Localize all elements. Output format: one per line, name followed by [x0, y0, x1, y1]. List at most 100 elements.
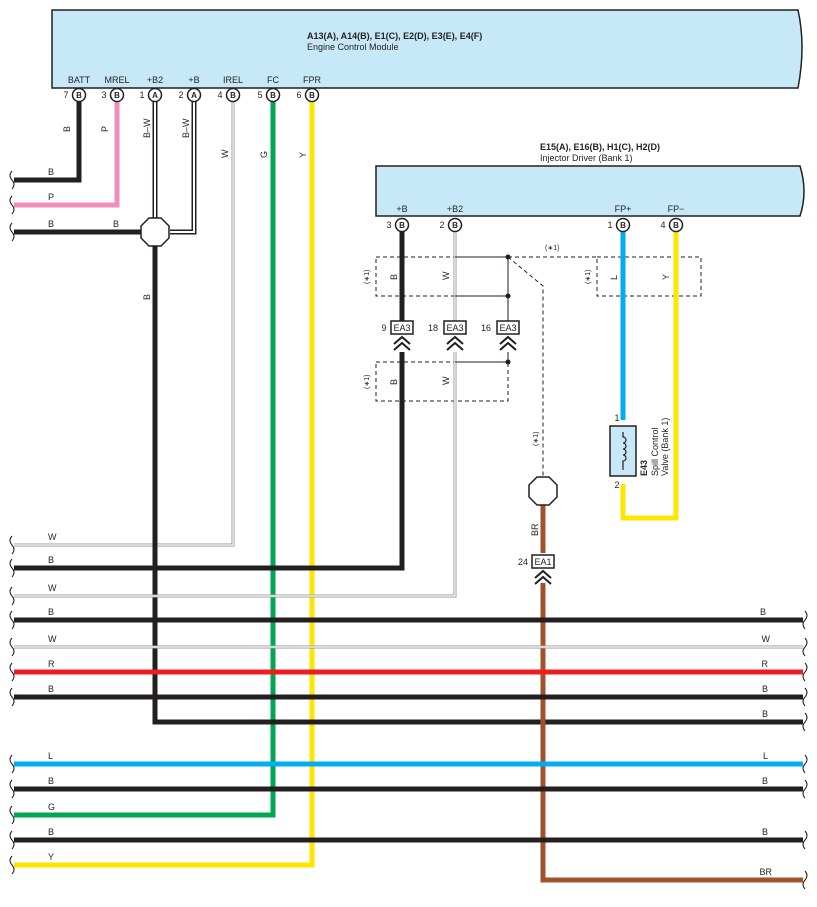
wire-break-mark — [9, 195, 15, 215]
wire-label: P — [48, 192, 54, 202]
wire-label: G — [48, 802, 55, 812]
connector-chevron-icon — [446, 335, 464, 351]
valve-pin-1: 1 — [614, 413, 619, 423]
junction-dots — [505, 254, 511, 365]
wire-label: B — [762, 827, 768, 837]
connector-code: EA1 — [534, 557, 551, 567]
pin-connector-letter: B — [452, 221, 458, 230]
pin-number: 5 — [257, 90, 262, 100]
wire-mrel — [14, 100, 120, 208]
spill-control-valve: 1 2 E43 Spill Control Valve (Bank 1) — [609, 413, 670, 490]
pin-connector-letter: B — [230, 91, 236, 100]
pin-number: 4 — [660, 220, 665, 230]
wire-label: R — [762, 659, 769, 669]
connector-number: 9 — [381, 323, 386, 333]
ecm-pin-name: +B2 — [147, 75, 163, 85]
wire-label: W — [220, 149, 230, 158]
wire-label: B — [48, 684, 54, 694]
wire-break-mark — [9, 830, 15, 850]
pin-circle — [304, 87, 320, 103]
pin-connector-letter: B — [620, 221, 626, 230]
wire-label: B — [48, 167, 54, 177]
ecm-pin-name: FPR — [303, 75, 322, 85]
wire-label: B — [762, 709, 768, 719]
wire-fp-minus — [620, 230, 679, 521]
injector-pin-labels: +B +B2 FP+ FP− — [396, 204, 684, 214]
injector-pin-name: +B2 — [447, 204, 463, 214]
wire-label: BR — [759, 867, 772, 877]
wire-label: W — [441, 376, 451, 385]
injector-pins: B 3 B 2 B 1 B 4 — [386, 217, 684, 233]
valve-pin-2: 2 — [614, 480, 619, 490]
wire-break-mark — [9, 855, 15, 875]
pin-number: 3 — [386, 220, 391, 230]
pin-connector-letter: B — [76, 91, 82, 100]
wire-break-mark — [9, 754, 15, 774]
pin-circle — [394, 217, 410, 233]
wire-label: B — [48, 827, 54, 837]
wire-label: BR — [530, 523, 540, 536]
coil-icon — [622, 432, 627, 470]
wire-break-mark — [802, 830, 808, 850]
connector-box — [496, 320, 520, 335]
note-marks: (∗1) (∗1) (∗1) (∗1) (∗1) — [364, 245, 592, 446]
pin-circle — [147, 87, 163, 103]
pin-circle — [109, 87, 125, 103]
junction-dot — [505, 293, 511, 299]
wire-batt — [14, 100, 82, 183]
bus-labels-left: W B W B W R B L B G B Y — [48, 532, 57, 862]
connector-chevron-icon — [393, 335, 411, 351]
pin-circle — [615, 217, 631, 233]
connectors: EA3 9 EA3 18 EA3 16 EA1 24 — [381, 320, 555, 585]
valve-name-line2: Valve (Bank 1) — [660, 418, 670, 476]
wire-fpr — [14, 100, 315, 868]
wire-break-mark — [802, 637, 808, 657]
dashed-box — [596, 256, 702, 297]
injector-subtitle: Injector Driver (Bank 1) — [540, 153, 633, 163]
note-mark: (∗1) — [585, 270, 592, 284]
wire-label: Y — [661, 274, 671, 280]
wire-label: L — [48, 751, 53, 761]
dashed-link — [507, 256, 544, 478]
connector-chevron-icon — [534, 569, 552, 585]
wire-label: B — [389, 379, 399, 385]
injector-title: E15(A), E16(B), H1(C), H2(D) — [540, 142, 660, 152]
wire-label: B–W — [142, 118, 152, 138]
wire-label: G — [259, 151, 269, 158]
wire-break-mark — [9, 535, 15, 555]
junction-dot — [505, 254, 511, 260]
dashed-box — [375, 361, 509, 402]
injector-pin-name: +B — [396, 204, 407, 214]
wire-label: B — [48, 776, 54, 786]
pin-connector-letter: B — [673, 221, 679, 230]
wire-inj-w-lower-inner — [14, 352, 456, 597]
wire-break-mark — [802, 662, 808, 682]
wire-label: B — [142, 294, 152, 300]
wire-br — [540, 583, 803, 883]
wires — [14, 100, 803, 883]
note-mark: (∗1) — [364, 270, 371, 284]
pin-connector-letter: A — [191, 91, 197, 100]
injector-pin-name: FP+ — [615, 204, 632, 214]
wire-label: R — [48, 659, 55, 669]
wire-inj-b-lower — [14, 352, 405, 571]
wire-label: B — [48, 219, 54, 229]
wire-break-mark — [802, 870, 808, 890]
wire-label: W — [762, 634, 771, 644]
wire-label: Y — [298, 152, 308, 158]
ecm-pin-name: FC — [267, 75, 279, 85]
wire-break-mark — [9, 662, 15, 682]
pin-connector-letter: B — [114, 91, 120, 100]
wire-break-mark — [9, 779, 15, 799]
pin-number: 1 — [607, 220, 612, 230]
injector-pin-name: FP− — [668, 204, 685, 214]
wire-label: B — [389, 274, 399, 280]
pin-circle — [225, 87, 241, 103]
pin-number: 3 — [101, 90, 106, 100]
ecm-subtitle: Engine Control Module — [307, 42, 399, 52]
wire-break-mark — [802, 687, 808, 707]
pin-circle — [265, 87, 281, 103]
wire-break-mark — [9, 170, 15, 190]
wire-label: B — [762, 684, 768, 694]
